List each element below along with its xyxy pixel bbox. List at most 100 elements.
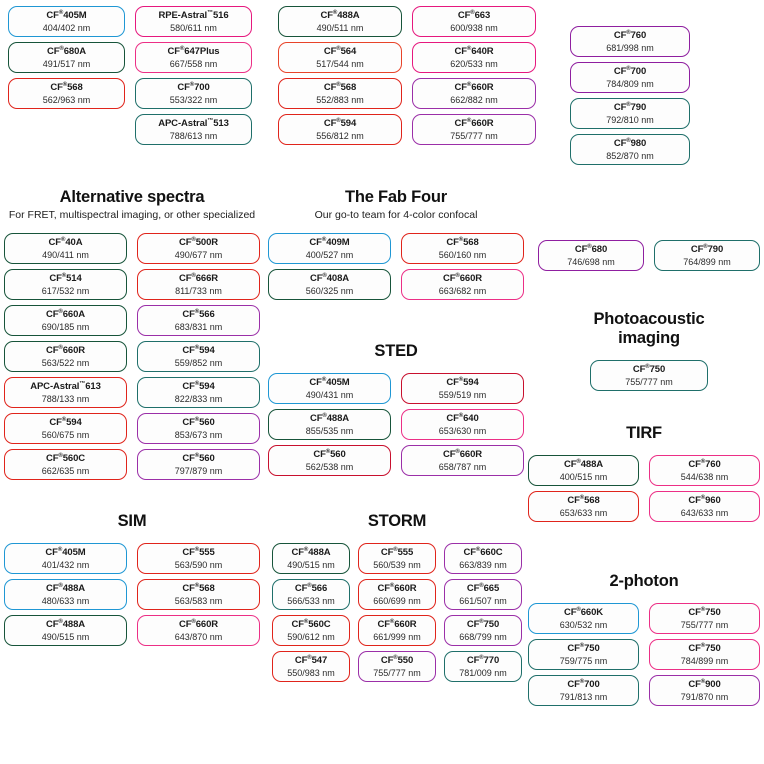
dye-name: CF®560 [182, 452, 215, 464]
dye-name-mark: ® [303, 546, 309, 553]
dye-name-mark: ® [322, 272, 327, 279]
dye-wavelengths: 755/777 nm [373, 667, 421, 678]
dye-name-mark: ® [194, 546, 200, 553]
dye-name: CF®660K [563, 606, 604, 618]
dye-name: CF®760 [613, 29, 647, 41]
dye-wavelengths: 560/675 nm [41, 429, 90, 440]
dye-name-mark: ® [58, 582, 63, 589]
dye-wavelengths: 559/852 nm [174, 357, 223, 368]
dye-name-mark: ® [479, 654, 484, 661]
dye-wavelengths: 759/775 nm [559, 655, 608, 666]
dye-name: CF®660R [442, 448, 483, 460]
dye-wavelengths: 653/633 nm [559, 507, 608, 518]
dye-name-mark: ® [61, 236, 66, 243]
dye-name-mark: ® [393, 654, 398, 661]
dye-name: CF®568 [567, 494, 600, 506]
dye-wavelengths: 490/411 nm [42, 249, 89, 260]
dye-wavelengths: 764/899 nm [683, 256, 731, 267]
dye-name-mark: ® [336, 117, 341, 124]
dye-name-mark: ® [700, 494, 706, 501]
dye-wavelengths: 560/160 nm [438, 249, 487, 260]
dye-name: CF®488A [320, 9, 360, 21]
dye-name: CF®660A [45, 308, 86, 320]
